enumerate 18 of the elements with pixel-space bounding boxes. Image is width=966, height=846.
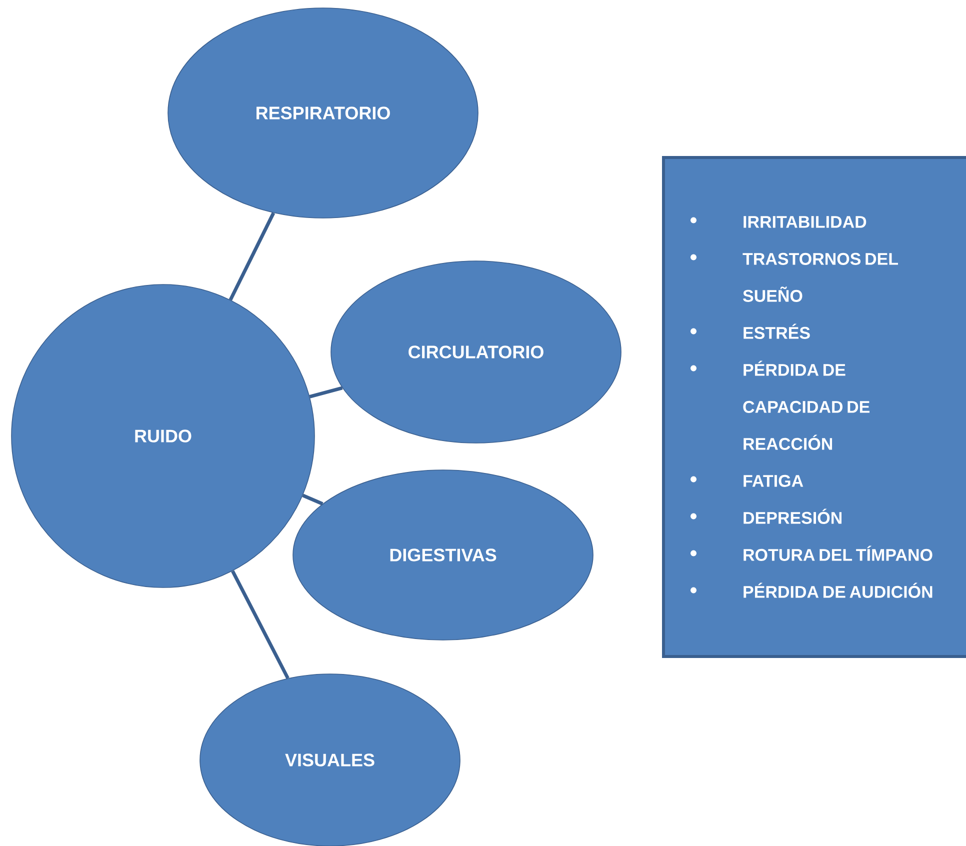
- list-item: ESTRÉS: [744, 324, 810, 339]
- list-item: TRASTORNOS DEL SUEÑO: [742, 252, 898, 302]
- list-item: ROTURA DEL TÍMPANO: [744, 546, 932, 561]
- connector-line: [231, 570, 290, 680]
- list-item: PÉRDIDA DE CAPACIDAD DE REACCIÓN: [743, 360, 870, 450]
- circle-node: RUIDO: [11, 284, 315, 588]
- connector-line: [228, 212, 276, 301]
- list-item: FATIGA: [744, 474, 804, 487]
- ellipse-node: CIRCULATORIO: [330, 260, 622, 444]
- list-item: IRRITABILIDAD: [744, 216, 866, 228]
- ellipse-node: RESPIRATORIO: [168, 8, 478, 218]
- list-item: DEPRESIÓN: [744, 508, 842, 524]
- list-box: [662, 156, 966, 658]
- list-item: PÉRDIDA DE AUDICIÓN: [744, 582, 932, 598]
- connector-line: [309, 386, 343, 398]
- ellipse-node: VISUALES: [200, 674, 460, 846]
- ellipse-node: DIGESTIVAS: [292, 470, 594, 640]
- connector-line: [302, 494, 324, 506]
